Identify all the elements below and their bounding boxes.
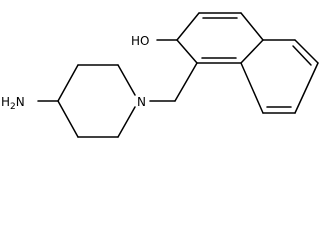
bond-c1-c2 — [176, 39, 198, 64]
naphthalene-right-ring — [240, 39, 319, 114]
naphthalene-left-ring — [176, 12, 264, 64]
bond-c1-ch2 — [174, 62, 198, 102]
amine-h: H — [1, 95, 10, 109]
amine-subscript: 2 — [10, 102, 16, 112]
hydroxyl-label: HO — [131, 34, 149, 48]
piperidine-ring — [57, 64, 136, 138]
bond-c2-c3 — [176, 12, 200, 41]
bond-c5-c6 — [294, 39, 319, 64]
molecule-structure-diagram: HO N H2N — [1, 12, 319, 138]
structure-canvas: HO N H2N — [1, 12, 319, 138]
bond-c6-c7 — [294, 62, 319, 114]
bond-n-c2p — [117, 64, 136, 96]
amine-label: H2N — [1, 95, 25, 112]
bond-c8-c8a — [240, 62, 264, 114]
bond-c4-c4a — [240, 12, 264, 41]
bond-c4a-c8a — [240, 39, 264, 64]
bond-c6p-n — [117, 106, 136, 138]
ring-nitrogen-label: N — [137, 95, 146, 109]
amine-n: N — [16, 95, 25, 109]
bond-c3p-c4p — [57, 64, 79, 102]
bond-c4p-c5p — [57, 100, 79, 138]
bond-c5-c6-double — [292, 45, 312, 66]
